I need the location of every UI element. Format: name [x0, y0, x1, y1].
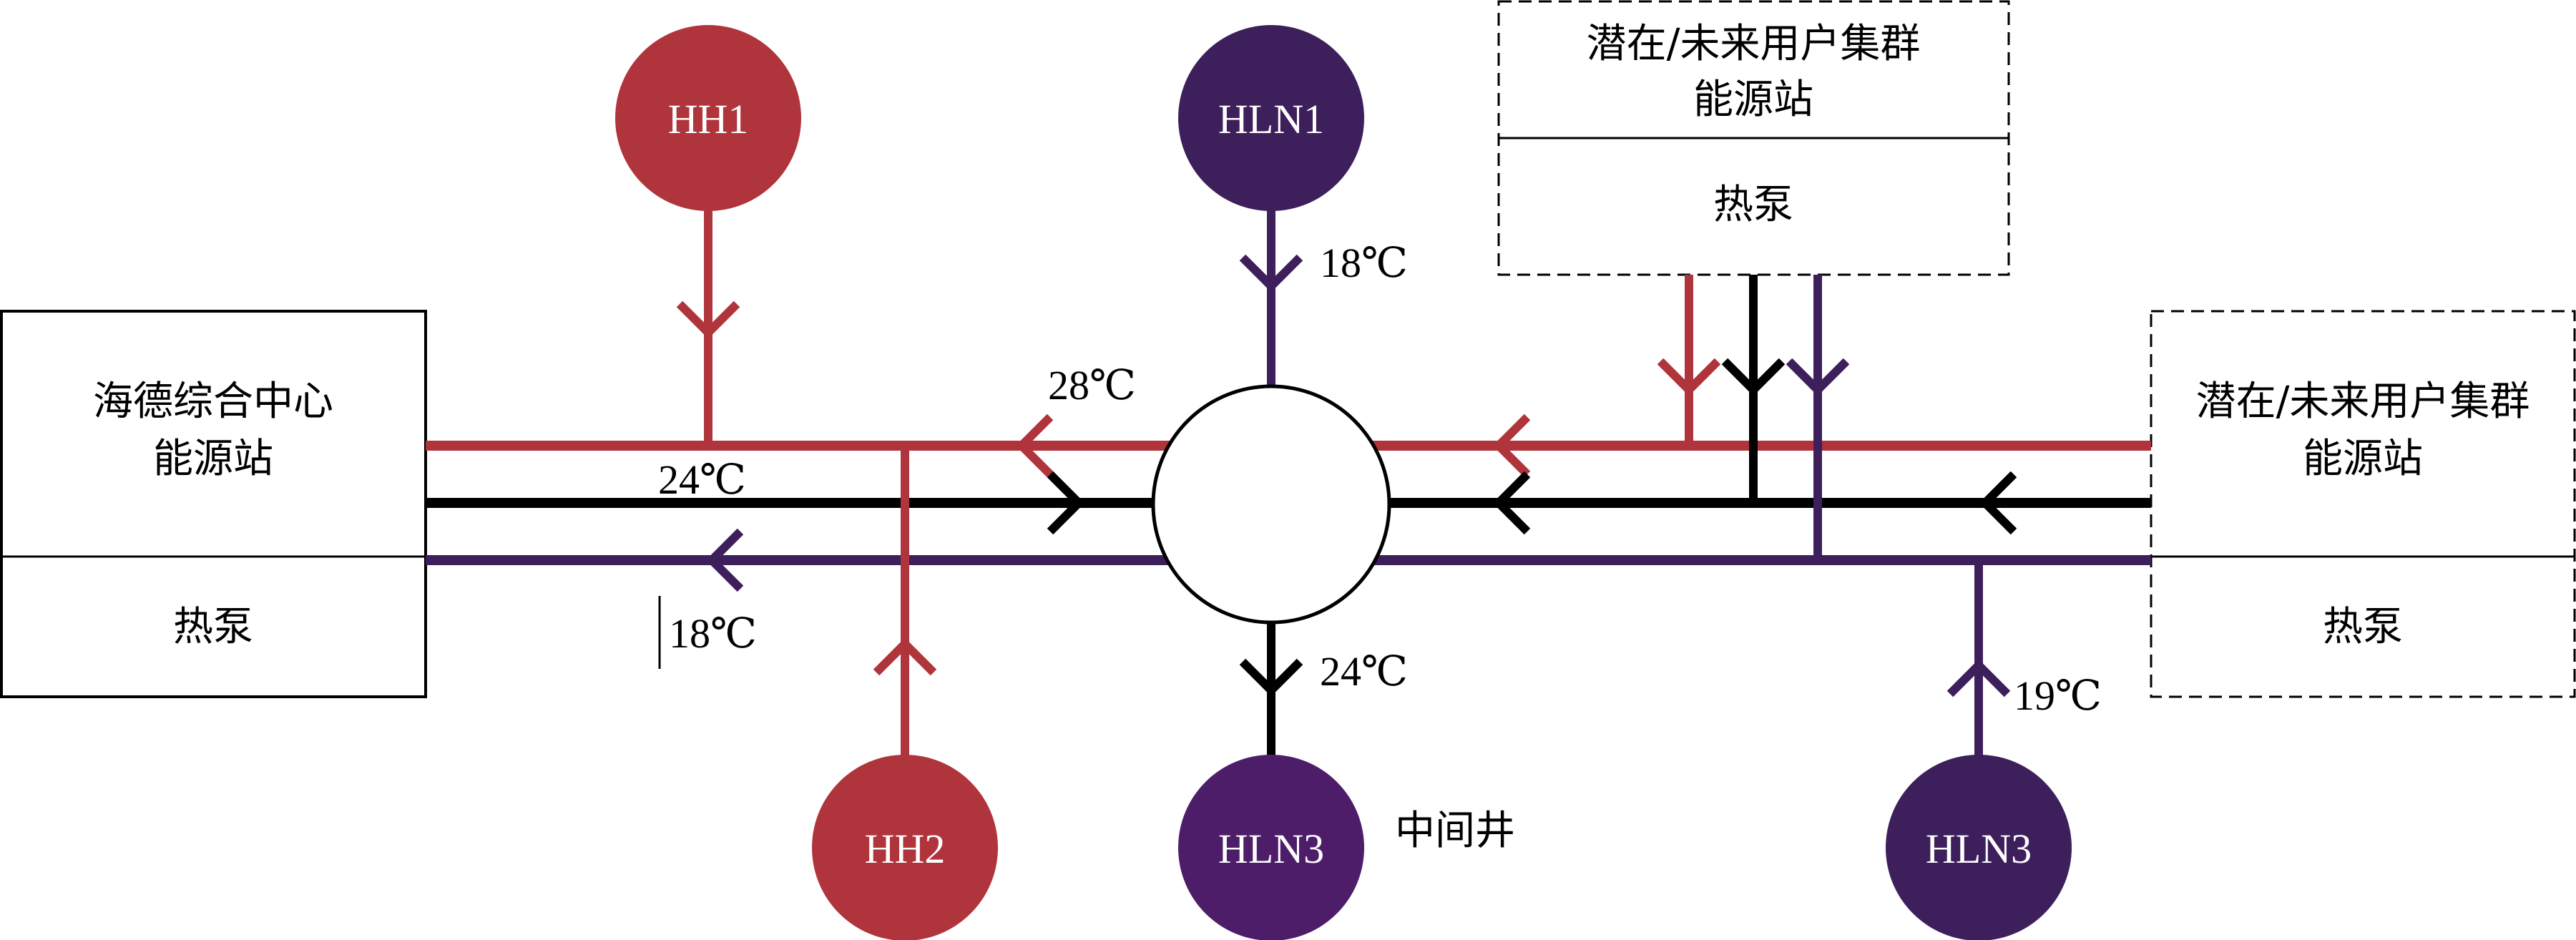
temp-hln3-center: 24℃: [1320, 648, 1408, 695]
hot-main-left-arrow-2: [1492, 413, 1531, 478]
central-junction: [1151, 384, 1391, 625]
node-hh2: HH2: [812, 755, 998, 940]
right-station-name-line2: 能源站: [2303, 436, 2423, 482]
node-hln1-label: HLN1: [1218, 96, 1324, 142]
node-hh1: HH1: [615, 25, 801, 211]
node-hln1: HLN1: [1178, 25, 1364, 211]
node-hln3-right-label: HLN3: [1926, 826, 2032, 872]
node-hh1-label: HH1: [668, 96, 749, 142]
mid-main-left-arrow-1: [1492, 471, 1531, 535]
left-station-name-line2: 能源站: [153, 436, 273, 482]
top-energy-station: 潜在/未来用户集群 能源站 热泵: [1497, 0, 2010, 276]
left-station-heat-pump: 热泵: [173, 604, 253, 650]
top-mid-down-arrow: [1721, 358, 1786, 396]
right-station-name-line1: 潜在/未来用户集群: [2196, 378, 2530, 425]
temp-cold-main: 18℃: [669, 610, 757, 657]
left-energy-station: 海德综合中心 能源站 热泵: [0, 310, 427, 698]
hh2-up-arrow: [873, 637, 937, 676]
temp-hln3-right: 19℃: [2014, 672, 2102, 719]
hln3-right-up-arrow: [1946, 659, 2011, 697]
node-hln3-center: HLN3: [1178, 755, 1364, 940]
node-hln3-right: HLN3: [1886, 755, 2072, 940]
hot-main-left-arrow-1: [1015, 413, 1054, 478]
top-hot-down-arrow: [1657, 358, 1721, 396]
node-hln3-center-label: HLN3: [1218, 826, 1324, 872]
mid-main-left-arrow-2: [1979, 471, 2017, 535]
intermediate-well-label: 中间井: [1395, 808, 1515, 854]
cold-main-left-arrow: [705, 528, 744, 592]
mid-main-right-arrow: [1047, 471, 1085, 535]
temp-mid-main: 24℃: [658, 456, 746, 503]
node-hh2-label: HH2: [865, 826, 946, 872]
right-station-heat-pump: 热泵: [2323, 604, 2403, 650]
hln3-center-down-arrow: [1239, 658, 1303, 697]
right-energy-station: 潜在/未来用户集群 能源站 热泵: [2150, 310, 2576, 698]
hh1-down-arrow: [676, 300, 740, 339]
left-station-name-line1: 海德综合中心: [93, 378, 333, 425]
top-cold-down-arrow: [1786, 358, 1850, 396]
top-station-heat-pump: 热泵: [1713, 182, 1793, 228]
hln1-down-arrow: [1239, 254, 1303, 293]
top-station-name-line1: 潜在/未来用户集群: [1587, 21, 1921, 67]
temp-hot-main: 28℃: [1048, 362, 1136, 408]
top-station-name-line2: 能源站: [1693, 77, 1813, 123]
temp-hln1: 18℃: [1320, 240, 1408, 286]
